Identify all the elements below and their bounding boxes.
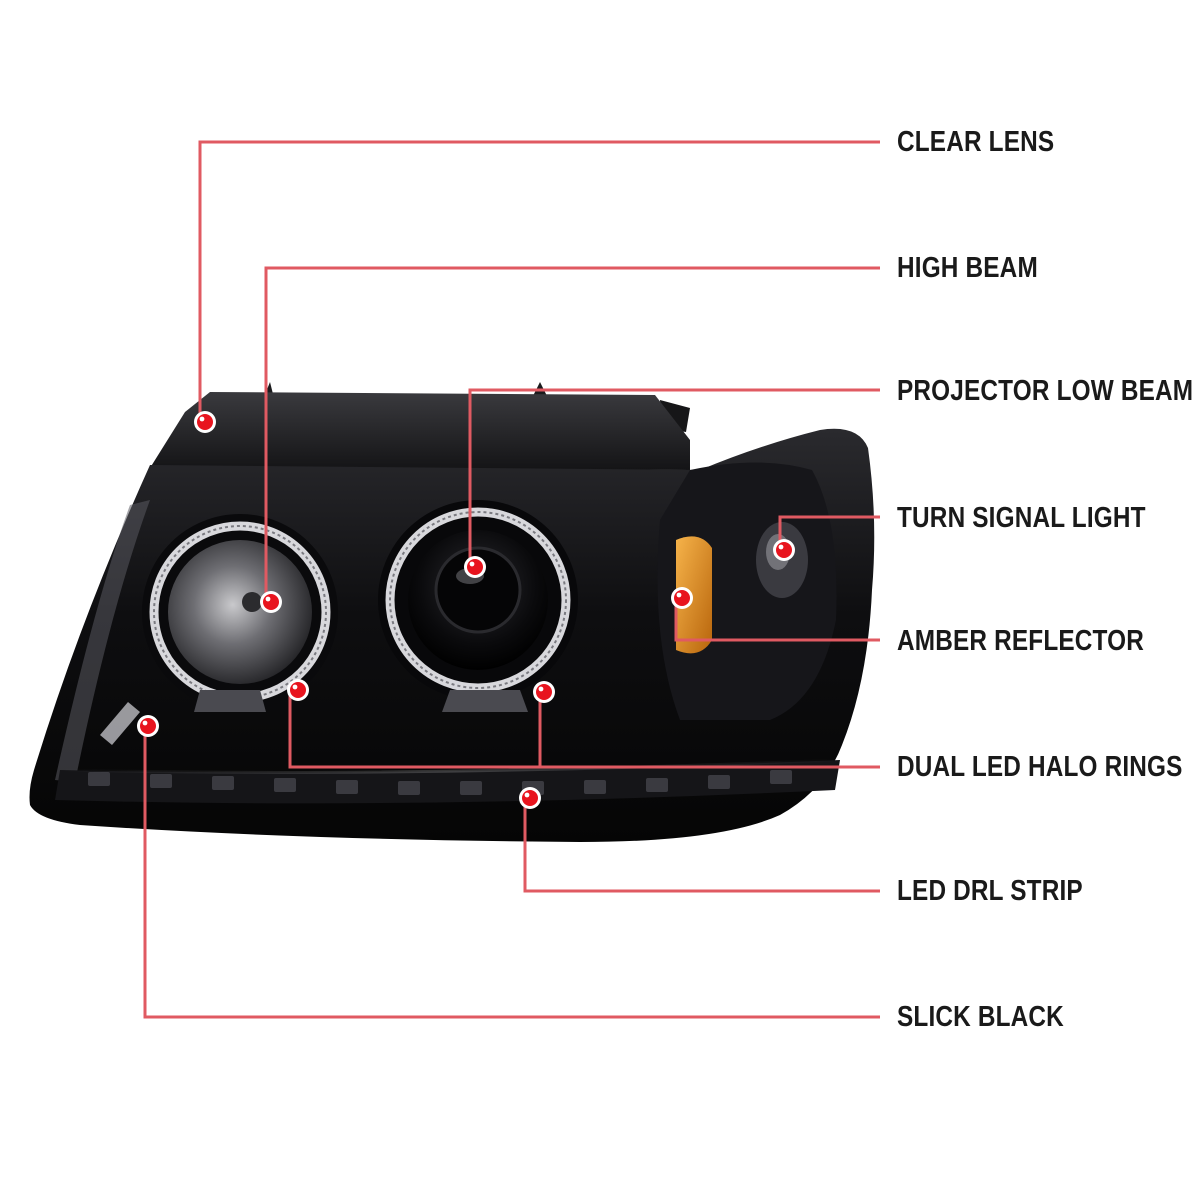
- leader-line-amber-reflector: [674, 598, 880, 642]
- label-slick-black: SLICK BLACK: [897, 1001, 1064, 1033]
- drl-strip: [55, 758, 841, 804]
- lens-sheen: [55, 500, 150, 782]
- headlight-illustration: [29, 382, 875, 842]
- callout-dot-led-drl-strip: [519, 787, 541, 809]
- callout-dot-halo-ring-right: [533, 681, 555, 703]
- leader-line-clear-lens: [198, 140, 880, 422]
- amber-reflector-shape: [676, 536, 712, 654]
- leader-line-projector-low-beam: [468, 388, 880, 567]
- callout-dot-amber-reflector: [671, 587, 693, 609]
- callout-dot-projector-low-beam: [464, 556, 486, 578]
- callout-dot-halo-ring-left: [287, 679, 309, 701]
- leader-line-slick-black: [143, 726, 880, 1019]
- leader-line-turn-signal-light: [778, 515, 880, 550]
- label-amber-reflector: AMBER REFLECTOR: [897, 625, 1145, 657]
- callout-dot-clear-lens: [194, 411, 216, 433]
- callout-dot-turn-signal-light: [773, 539, 795, 561]
- label-turn-signal-light: TURN SIGNAL LIGHT: [897, 502, 1146, 534]
- housing-top-bar: [150, 392, 690, 470]
- label-dual-led-halo-rings: DUAL LED HALO RINGS: [897, 751, 1183, 783]
- leader-line-high-beam: [264, 266, 880, 602]
- leader-line-dual-led-halo-rings: [288, 692, 880, 769]
- leader-lines: [143, 140, 880, 1019]
- callout-dot-high-beam: [260, 591, 282, 613]
- leader-line-led-drl-strip: [523, 798, 880, 893]
- label-led-drl-strip: LED DRL STRIP: [897, 875, 1083, 907]
- label-high-beam: HIGH BEAM: [897, 252, 1038, 284]
- label-clear-lens: CLEAR LENS: [897, 126, 1055, 158]
- projector-assembly: [378, 500, 578, 712]
- high-beam-assembly: [142, 514, 338, 712]
- label-projector-low-beam: PROJECTOR LOW BEAM: [897, 375, 1194, 407]
- callout-dot-slick-black: [137, 715, 159, 737]
- callout-dots: [137, 411, 795, 809]
